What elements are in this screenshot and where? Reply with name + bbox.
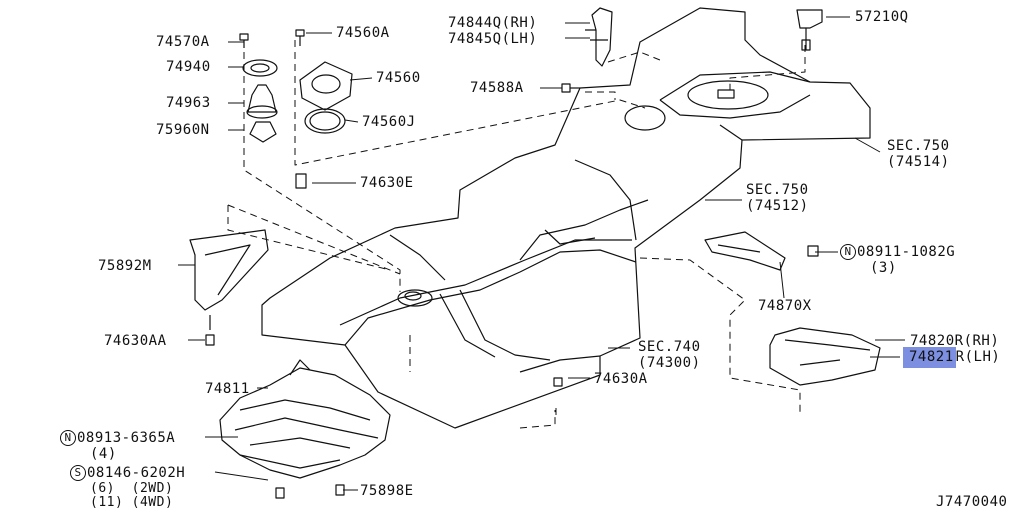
label-sec750-b-ref: (74512) [746, 198, 809, 214]
nut-symbol-icon: N [840, 244, 856, 260]
label-74820R: 74820R(RH) [910, 333, 1000, 349]
label-08913-qty: (4) [90, 446, 117, 462]
label-74630A: 74630A [594, 371, 648, 387]
label-75960N: 75960N [156, 122, 210, 138]
label-74870X: 74870X [758, 298, 812, 314]
label-57210Q: 57210Q [855, 9, 909, 25]
label-75898E: 75898E [360, 483, 414, 499]
label-sec750-a: SEC.750 [887, 138, 950, 154]
diagram-code: J7470040 [936, 494, 1008, 510]
label-74560A: 74560A [336, 25, 390, 41]
under-cover-74811 [219, 367, 391, 479]
label-08913-code: 08913-6365A [77, 430, 176, 446]
label-74588A: 74588A [470, 80, 524, 96]
nut-symbol-icon: N [60, 430, 76, 446]
label-74811: 74811 [205, 381, 250, 397]
label-74821-suffix: R(LH) [955, 349, 1001, 365]
label-74940: 74940 [166, 59, 211, 75]
label-08146-qty-2wd: (6) (2WD) [90, 481, 174, 496]
bolt-74560A [295, 29, 305, 46]
label-08146-code: 08146-6202H [87, 465, 186, 481]
label-74560J: 74560J [362, 114, 416, 130]
label-74560: 74560 [376, 70, 421, 86]
label-74630E: 74630E [360, 175, 414, 191]
label-sec750-b: SEC.750 [746, 182, 809, 198]
label-sec740-ref: (74300) [638, 355, 701, 371]
label-74630AA: 74630AA [104, 333, 167, 349]
label-74844Q: 74844Q(RH) [448, 15, 538, 31]
label-sec740: SEC.740 [638, 339, 701, 355]
screw-symbol-icon: S [70, 465, 86, 481]
label-sec750-a-ref: (74514) [887, 154, 950, 170]
label-75892M: 75892M [98, 258, 152, 274]
label-08911-qty: (3) [870, 260, 897, 276]
highlighted-part-74821[interactable]: 74821 [903, 347, 956, 368]
label-74845Q: 74845Q(LH) [448, 31, 538, 47]
label-08146-qty-4wd: (11) (4WD) [90, 495, 174, 510]
label-74570A: 74570A [156, 34, 210, 50]
label-08911-code: 08911-1082G [857, 244, 956, 260]
bolt-74570A [239, 33, 249, 48]
label-74963: 74963 [166, 95, 211, 111]
floor-panel [261, 7, 871, 429]
